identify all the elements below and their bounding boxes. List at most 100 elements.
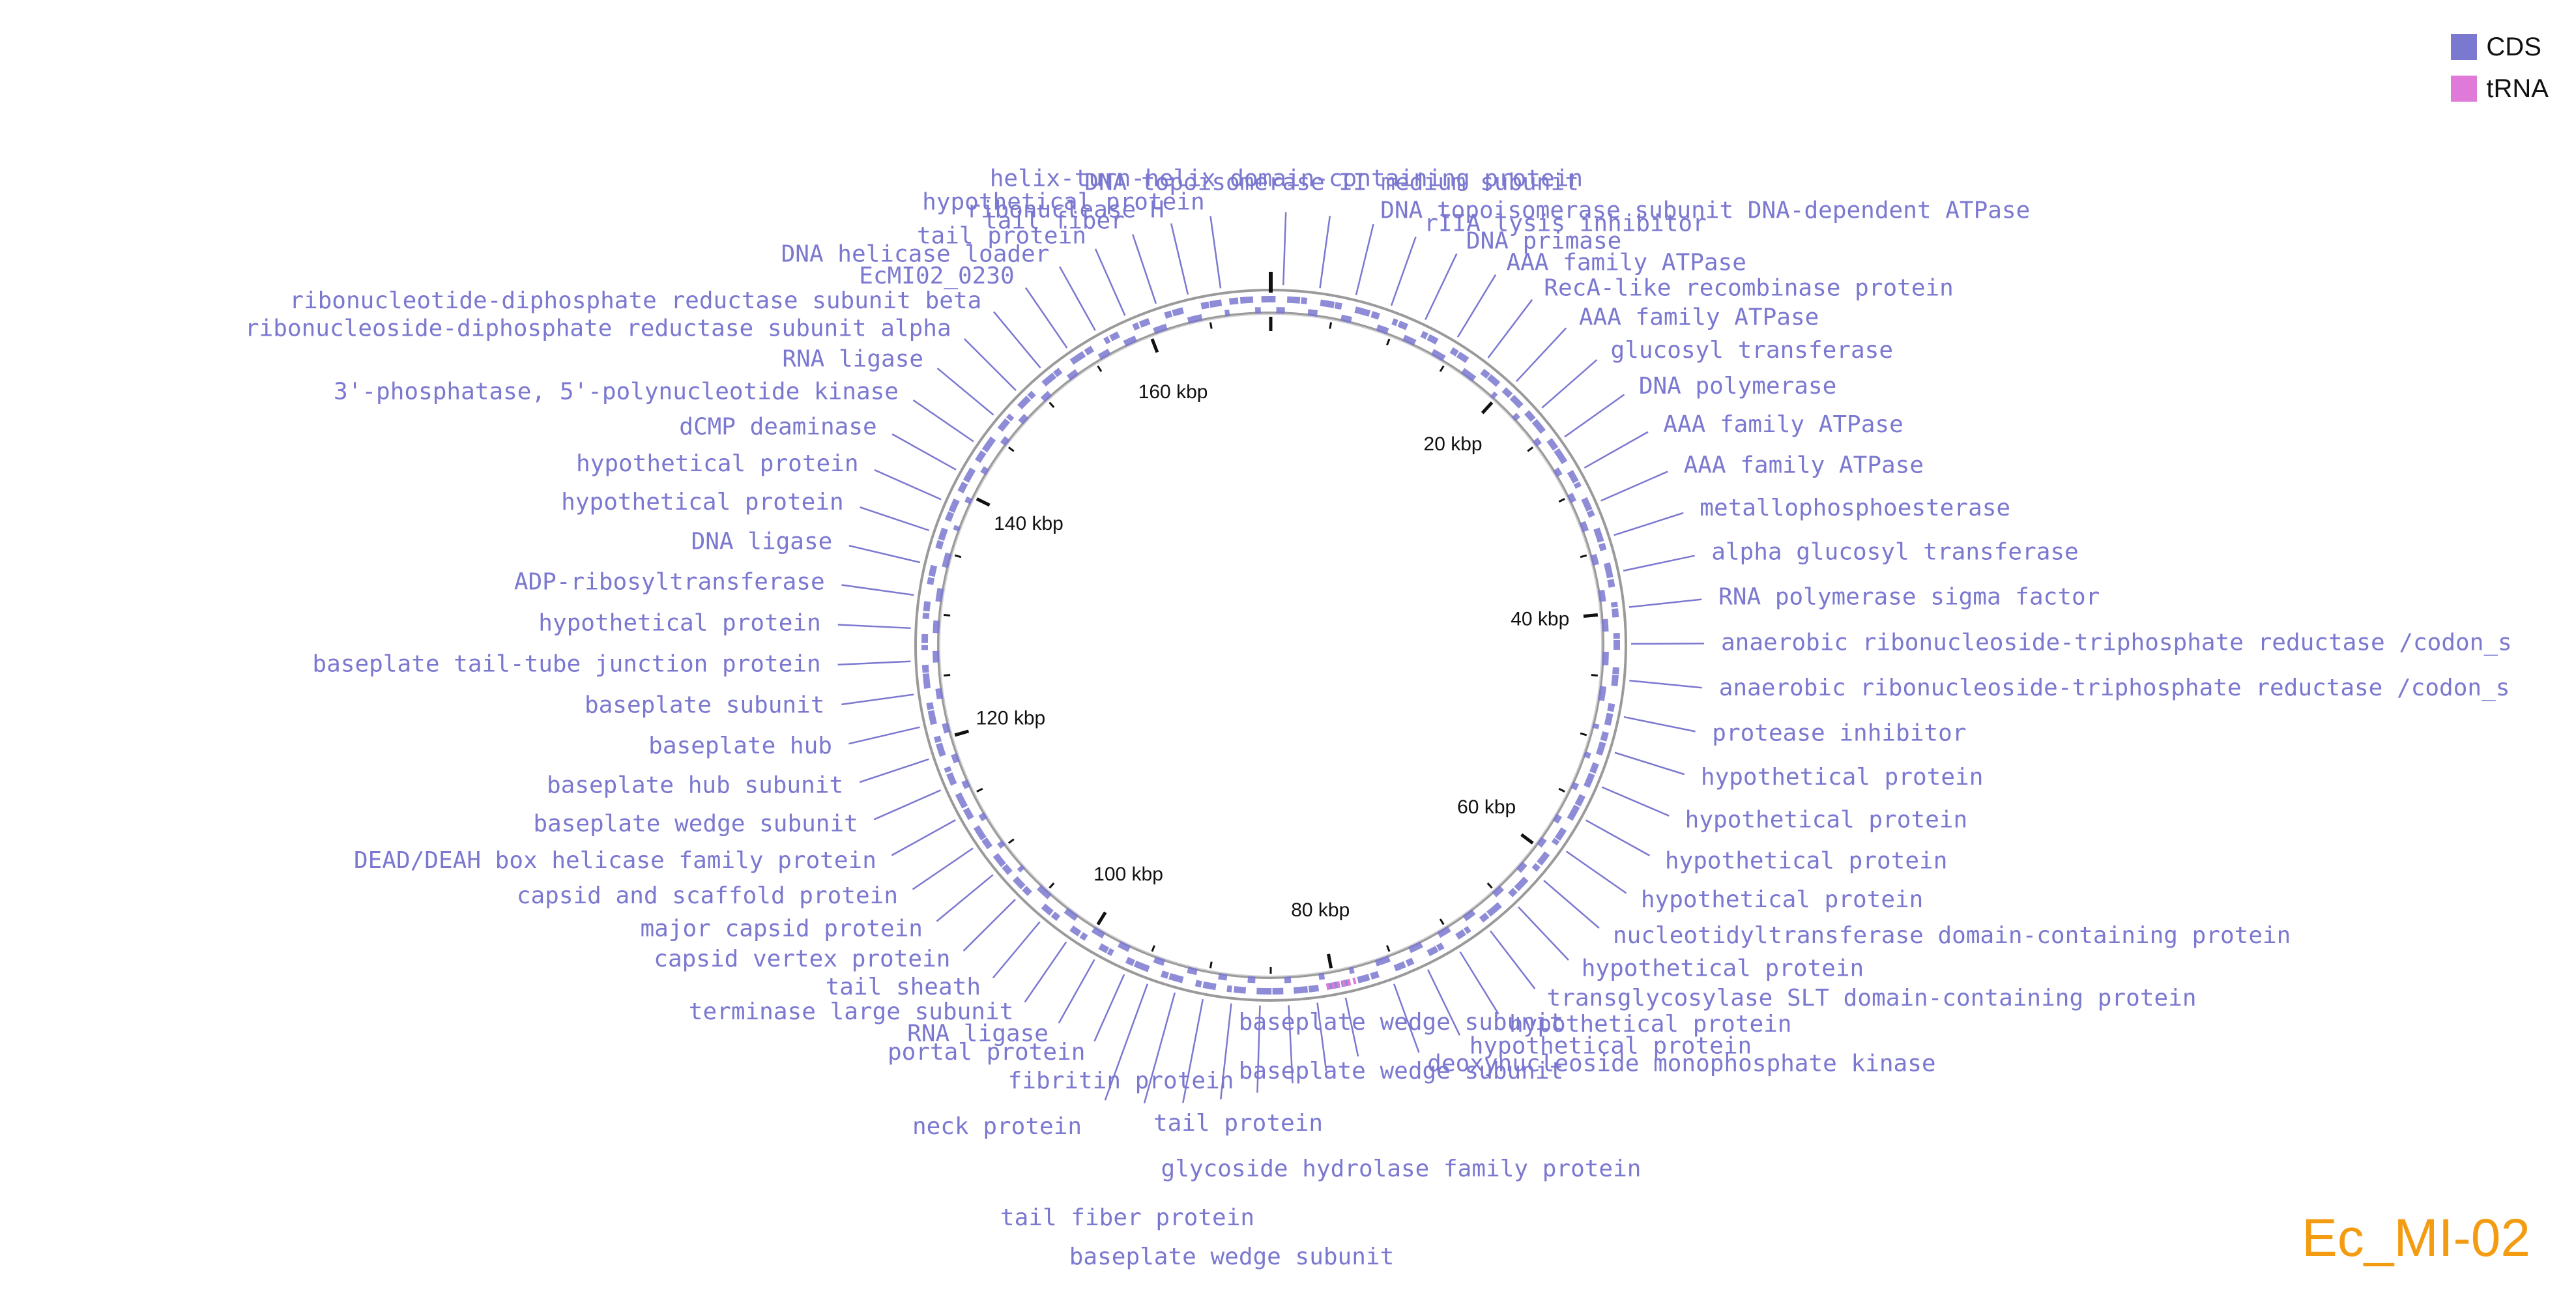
cds-feature — [1286, 296, 1301, 304]
leader-line — [1094, 248, 1126, 316]
leader-line — [1490, 930, 1536, 989]
leader-line — [1614, 751, 1685, 776]
cds-feature — [1050, 911, 1061, 922]
leader-line — [1104, 983, 1149, 1101]
cds-feature — [1456, 351, 1469, 364]
gene-label: anaerobic ribonucleoside-triphosphate re… — [1721, 629, 2512, 656]
cds-feature — [1567, 804, 1580, 821]
cds-feature — [997, 418, 1011, 432]
cds-feature — [1224, 309, 1230, 317]
cds-feature — [1153, 323, 1168, 334]
trna-feature — [1342, 980, 1346, 987]
minor-tick — [1329, 322, 1333, 329]
gene-label: DNA ligase — [691, 529, 833, 555]
cds-feature — [1567, 470, 1579, 484]
gene-label: tail fiber — [983, 208, 1125, 235]
gene-label: 3'-phosphatase, 5'-polynucleotide kinase — [334, 379, 899, 405]
gene-label: RNA polymerase sigma factor — [1718, 584, 2100, 611]
gene-label: deoxynucleoside monophosphate kinase — [1427, 1051, 1935, 1077]
genome-rings — [914, 289, 1627, 1002]
cds-feature — [1601, 618, 1609, 632]
minor-tick — [1386, 338, 1391, 345]
cds-feature — [1604, 712, 1614, 726]
cds-feature — [1611, 675, 1619, 686]
cds-feature — [1408, 941, 1423, 953]
cds-feature — [1041, 372, 1057, 387]
gene-label: portal protein — [888, 1039, 1085, 1066]
cds-feature — [1546, 438, 1559, 451]
cds-feature — [1391, 318, 1398, 327]
cds-feature — [1501, 387, 1513, 398]
gene-label: hypothetical protein — [576, 450, 858, 477]
cds-feature — [1612, 608, 1619, 618]
gene-label: hypothetical protein — [1509, 1011, 1791, 1038]
cds-feature — [935, 688, 944, 700]
cds-feature — [933, 650, 940, 663]
leader-line — [1288, 1005, 1294, 1084]
leader-line — [1024, 287, 1068, 349]
minor-tick — [1151, 945, 1155, 952]
cds-feature — [1006, 413, 1015, 422]
gene-label: fibritin protein — [1008, 1068, 1234, 1094]
cds-feature — [1374, 955, 1391, 967]
minor-tick — [1439, 918, 1445, 925]
major-tick — [1481, 401, 1494, 415]
gene-label: alpha glucosyl transferase — [1711, 538, 2079, 565]
cds-feature — [1492, 885, 1505, 897]
cds-feature — [1583, 751, 1591, 759]
leader-line — [837, 660, 911, 666]
cds-feature — [1436, 942, 1445, 952]
gene-label: DEAD/DEAH box helicase family protein — [354, 847, 876, 874]
cds-feature — [1592, 723, 1600, 729]
leader-line — [1629, 680, 1702, 689]
gene-label: baseplate subunit — [585, 692, 824, 719]
cds-feature — [1118, 940, 1131, 952]
minor-tick — [1209, 961, 1213, 968]
cds-feature — [1490, 391, 1498, 400]
cds-feature — [1579, 521, 1589, 532]
leader-line — [1623, 555, 1695, 572]
cds-feature — [1069, 351, 1086, 365]
cds-feature — [1376, 324, 1389, 335]
leader-line — [1390, 236, 1417, 306]
cds-feature — [1271, 296, 1276, 303]
cds-feature — [1508, 888, 1518, 897]
cds-feature — [1573, 481, 1582, 489]
leader-line — [1543, 879, 1600, 929]
cds-feature — [923, 601, 931, 612]
cds-feature — [1596, 741, 1606, 756]
gene-label: capsid vertex protein — [654, 946, 950, 972]
outer-ring — [914, 289, 1627, 1002]
leader-line — [1600, 471, 1668, 502]
leader-line — [1182, 998, 1204, 1103]
leader-line — [1456, 274, 1497, 338]
leader-line — [1209, 216, 1222, 289]
leader-line — [859, 758, 929, 783]
cds-feature — [1430, 349, 1446, 362]
minor-tick — [1049, 401, 1055, 408]
leader-line — [1427, 969, 1461, 1036]
gene-label: hypothetical protein — [1641, 886, 1923, 913]
gene-label: glucosyl transferase — [1611, 337, 1893, 364]
gene-label: transglycosylase SLT domain-containing p… — [1547, 985, 2197, 1011]
minor-tick — [1580, 732, 1587, 736]
major-tick — [1327, 953, 1333, 968]
cds-feature — [1581, 497, 1593, 512]
minor-tick — [1558, 787, 1565, 793]
gene-label: baseplate hub subunit — [547, 772, 843, 799]
cds-feature — [928, 564, 938, 577]
strain-name: Ec_MI-02 — [2302, 1208, 2530, 1268]
minor-tick — [1209, 322, 1213, 329]
cds-feature — [1164, 310, 1173, 319]
cds-feature — [1598, 589, 1606, 602]
cds-swatch — [2451, 34, 2478, 60]
cds-feature — [1064, 907, 1079, 921]
leader-line — [992, 921, 1041, 979]
gene-label: baseplate wedge subunit — [533, 810, 858, 837]
cds-feature — [1276, 307, 1285, 314]
cds-feature — [1123, 335, 1138, 347]
cds-feature — [933, 735, 942, 743]
cds-feature — [1040, 390, 1052, 403]
cds-feature — [1066, 369, 1079, 381]
leader-line — [1024, 941, 1067, 1003]
